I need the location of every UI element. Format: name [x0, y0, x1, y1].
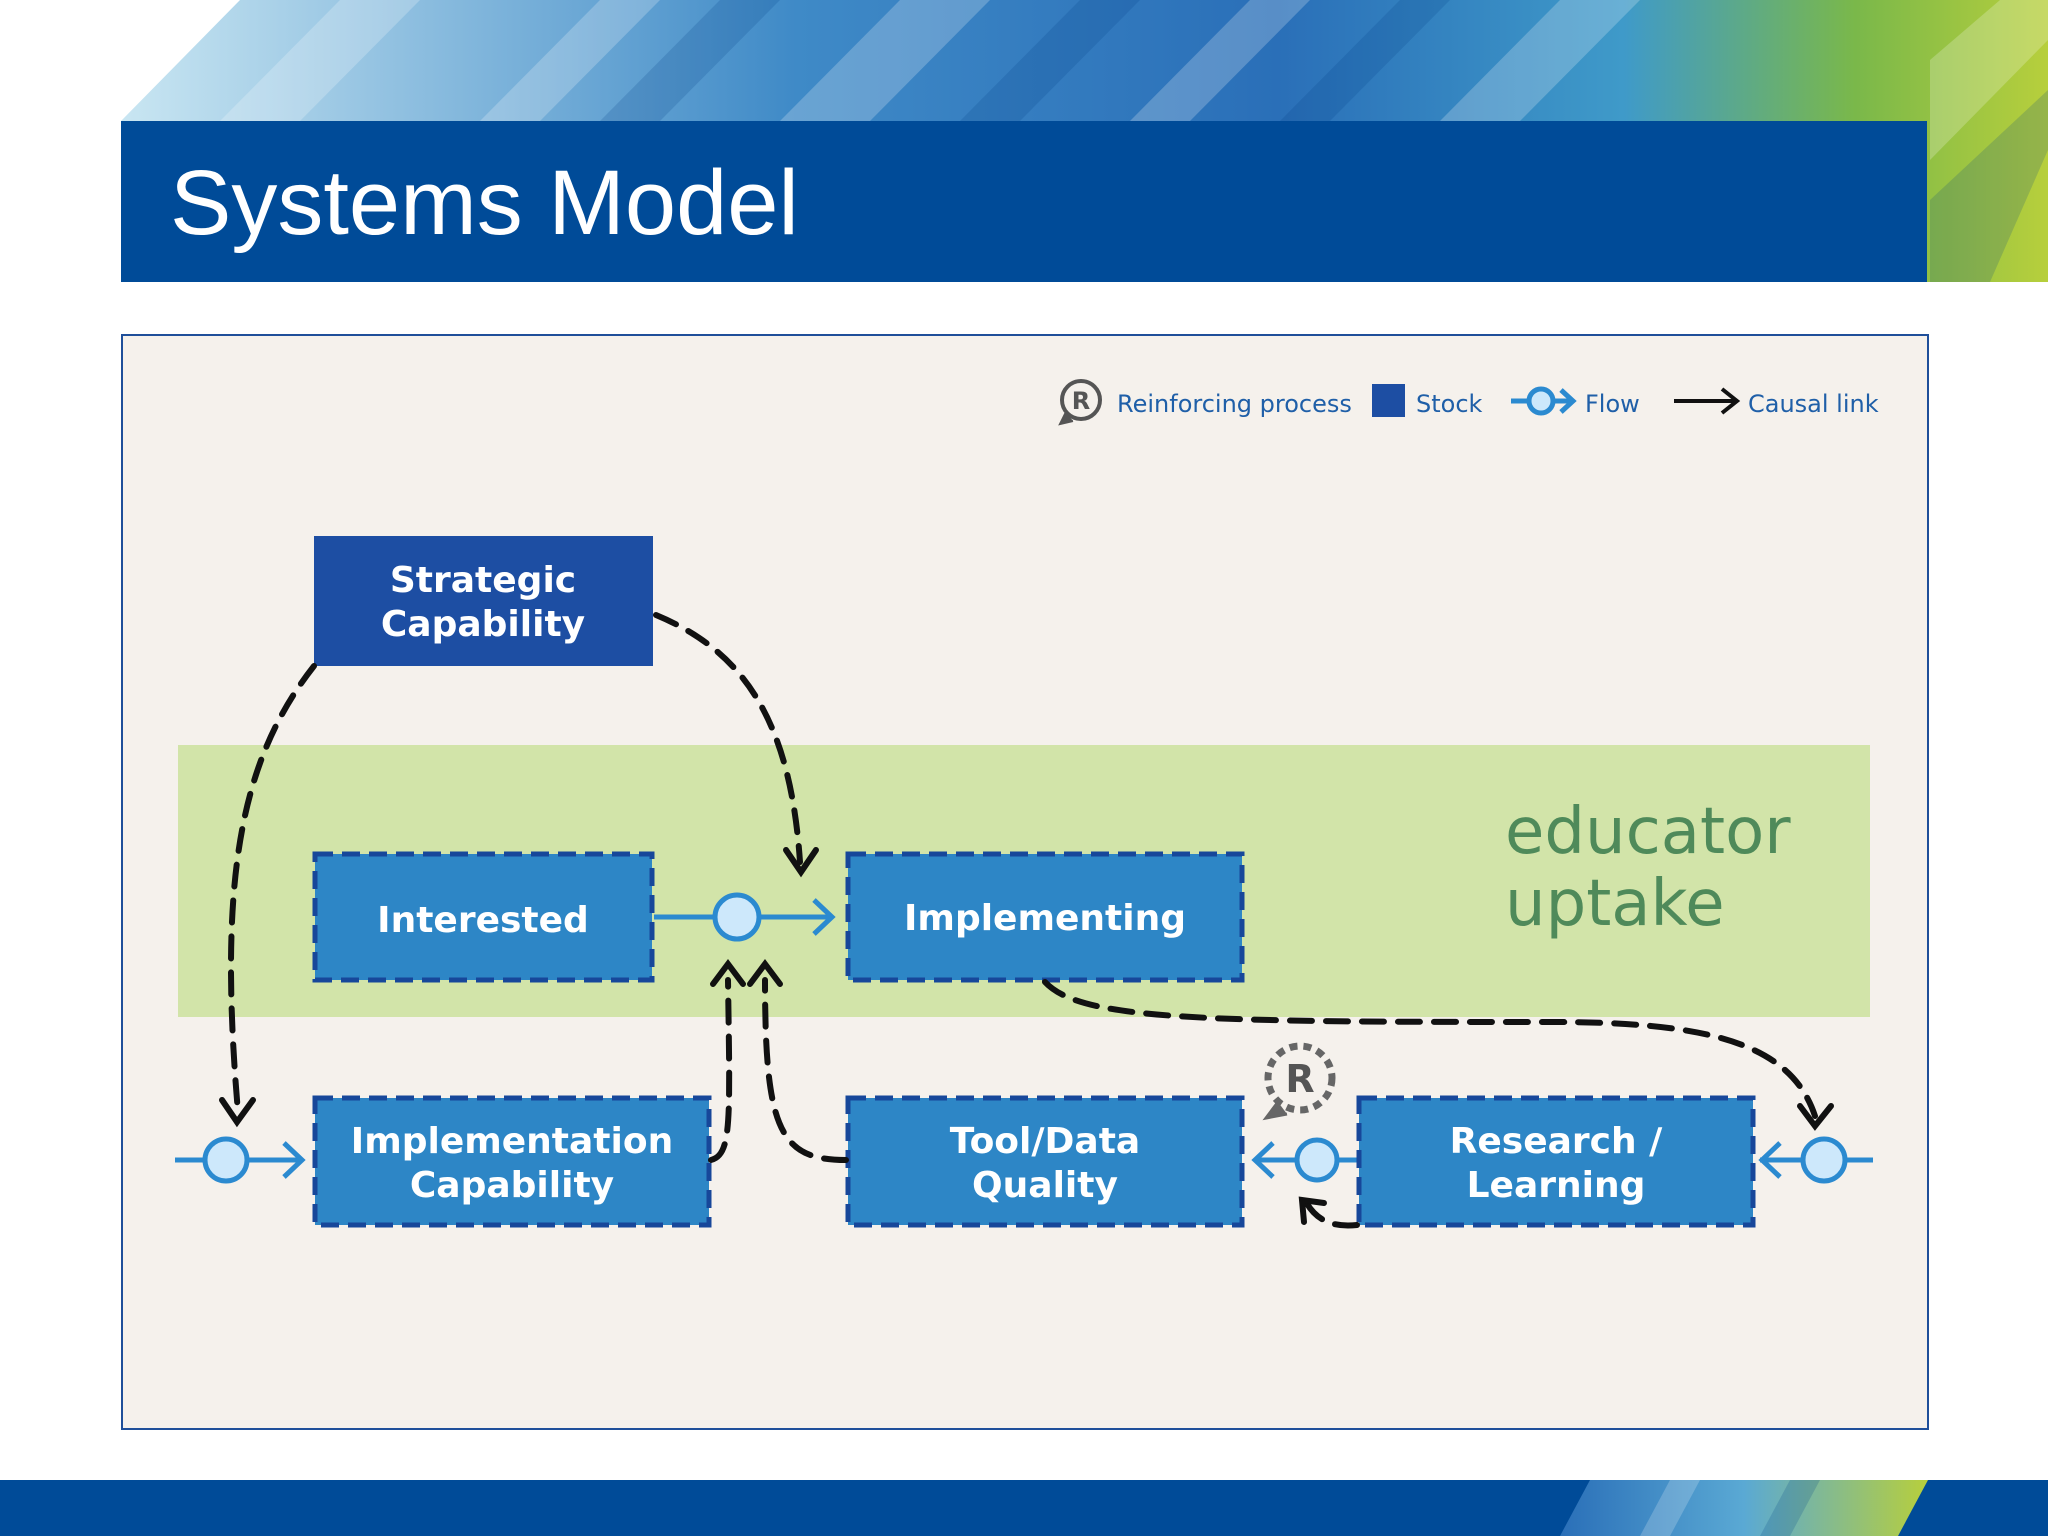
stock-implementation-capability: Implementation Capability: [312, 1095, 712, 1228]
arrowhead-icon: [1298, 1196, 1327, 1225]
stock-label: Tool/Data: [950, 1121, 1140, 1162]
band-label-line2: uptake: [1505, 867, 1725, 941]
arrowhead-icon: [219, 1097, 256, 1128]
causal-link-research-to-tool-data-valve: [1303, 1199, 1360, 1229]
loop-r-symbol: R: [1285, 1057, 1314, 1101]
stock-label: Implementing: [904, 898, 1186, 939]
causal-link-tool-data-to-valve: [762, 977, 849, 1163]
stock-label: Capability: [410, 1165, 614, 1206]
arrowhead-icon: [710, 959, 746, 987]
slide-title: Systems Model: [170, 152, 799, 254]
reinforcing-loop-icon: R: [1262, 1042, 1336, 1121]
band-label-line1: educator: [1505, 795, 1791, 869]
stock-interested: Interested: [312, 851, 655, 983]
title-bar: [121, 121, 1927, 282]
flow-valve: [712, 892, 762, 942]
stock-implementing: Implementing: [845, 851, 1245, 983]
legend-reinforcing-label: Reinforcing process: [1117, 390, 1352, 418]
arrowhead-icon: [1797, 1103, 1834, 1131]
causal-link-strategic-to-implementing: [653, 612, 803, 865]
footer-gradient: [1560, 1480, 1928, 1536]
flow-interested-to-implementing: [654, 892, 836, 942]
legend-stock-label: Stock: [1416, 390, 1483, 418]
causal-link-strategic-to-implementation-capability: [227, 663, 317, 1115]
stock-research-learning: Research / Learning: [1356, 1095, 1756, 1228]
flow-into-tool-data-quality: [1040, 1137, 1358, 1183]
flow-valve: [1294, 1137, 1340, 1183]
causal-link-implementing-to-research: [1042, 979, 1818, 1119]
flow-into-research-learning: [1758, 1136, 1873, 1184]
flow-valve: [202, 1136, 250, 1184]
legend-causal-arrow-icon: [1674, 387, 1741, 415]
causal-link-implementation-capability-to-valve: [708, 977, 733, 1163]
stock-label: Learning: [1467, 1165, 1646, 1206]
legend-stock-swatch: [1372, 384, 1405, 417]
flow-valve: [1800, 1136, 1848, 1184]
legend-flow-label: Flow: [1585, 390, 1640, 418]
stock-strategic-capability: Strategic Capability: [314, 536, 653, 666]
header-gradient: [121, 0, 2048, 282]
stock-label: Capability: [381, 604, 585, 645]
legend-causal-label: Causal link: [1748, 390, 1879, 418]
stock-label: Interested: [377, 900, 589, 941]
stock-label: Strategic: [390, 560, 576, 601]
legend-reinforcing-icon: R: [1058, 379, 1102, 426]
stock-label: Research /: [1450, 1121, 1664, 1162]
stock-label: Implementation: [351, 1121, 673, 1162]
stock-tool-data-quality: Tool/Data Quality: [845, 1095, 1245, 1228]
arrowhead-icon: [747, 959, 783, 987]
arrowhead-icon: [783, 847, 819, 878]
legend-r-symbol: R: [1072, 387, 1090, 415]
flow-into-implementation-capability: [175, 1136, 306, 1184]
legend-flow-icon: [1511, 386, 1577, 416]
stock-label: Quality: [972, 1165, 1118, 1206]
legend: R Reinforcing process Stock Flow Causal …: [1058, 379, 1879, 426]
